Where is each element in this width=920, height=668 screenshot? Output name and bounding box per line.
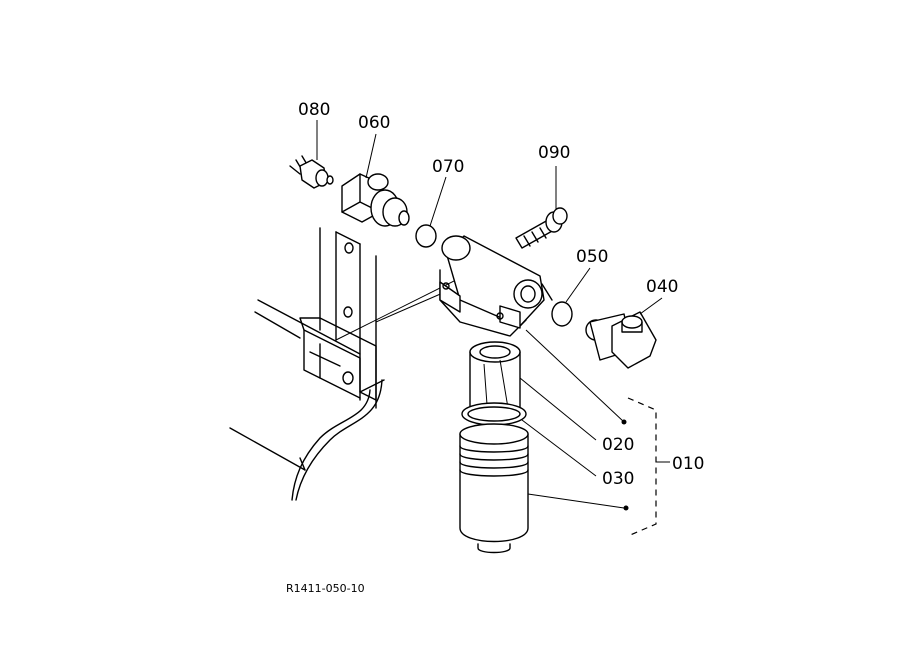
label-070: 070: [432, 157, 464, 177]
label-040: 040: [646, 277, 678, 297]
part-040-elbow: [585, 297, 663, 369]
part-050-o-ring: [551, 267, 591, 327]
leader-dot-upper: [621, 419, 627, 425]
part-060-adapter: [341, 133, 410, 227]
label-020: 020: [602, 435, 634, 455]
label-060: 060: [358, 113, 390, 133]
machine-frame: [229, 227, 501, 501]
leader-dot-lower: [623, 505, 629, 511]
label-010: 010: [672, 454, 704, 474]
label-080: 080: [298, 100, 330, 120]
part-030-o-ring: [461, 402, 597, 477]
drawing-reference: R1411-050-10: [286, 582, 365, 595]
filter-head: [439, 235, 553, 337]
part-070-o-ring: [415, 176, 447, 248]
filter-bowl: [459, 423, 625, 554]
part-090-bolt: [515, 166, 568, 249]
label-050: 050: [576, 247, 608, 267]
label-090: 090: [538, 143, 570, 163]
label-030: 030: [602, 469, 634, 489]
leader-head-010: [525, 329, 625, 423]
assembly-bracket-010: [627, 397, 657, 537]
part-080-sensor: [289, 120, 334, 189]
